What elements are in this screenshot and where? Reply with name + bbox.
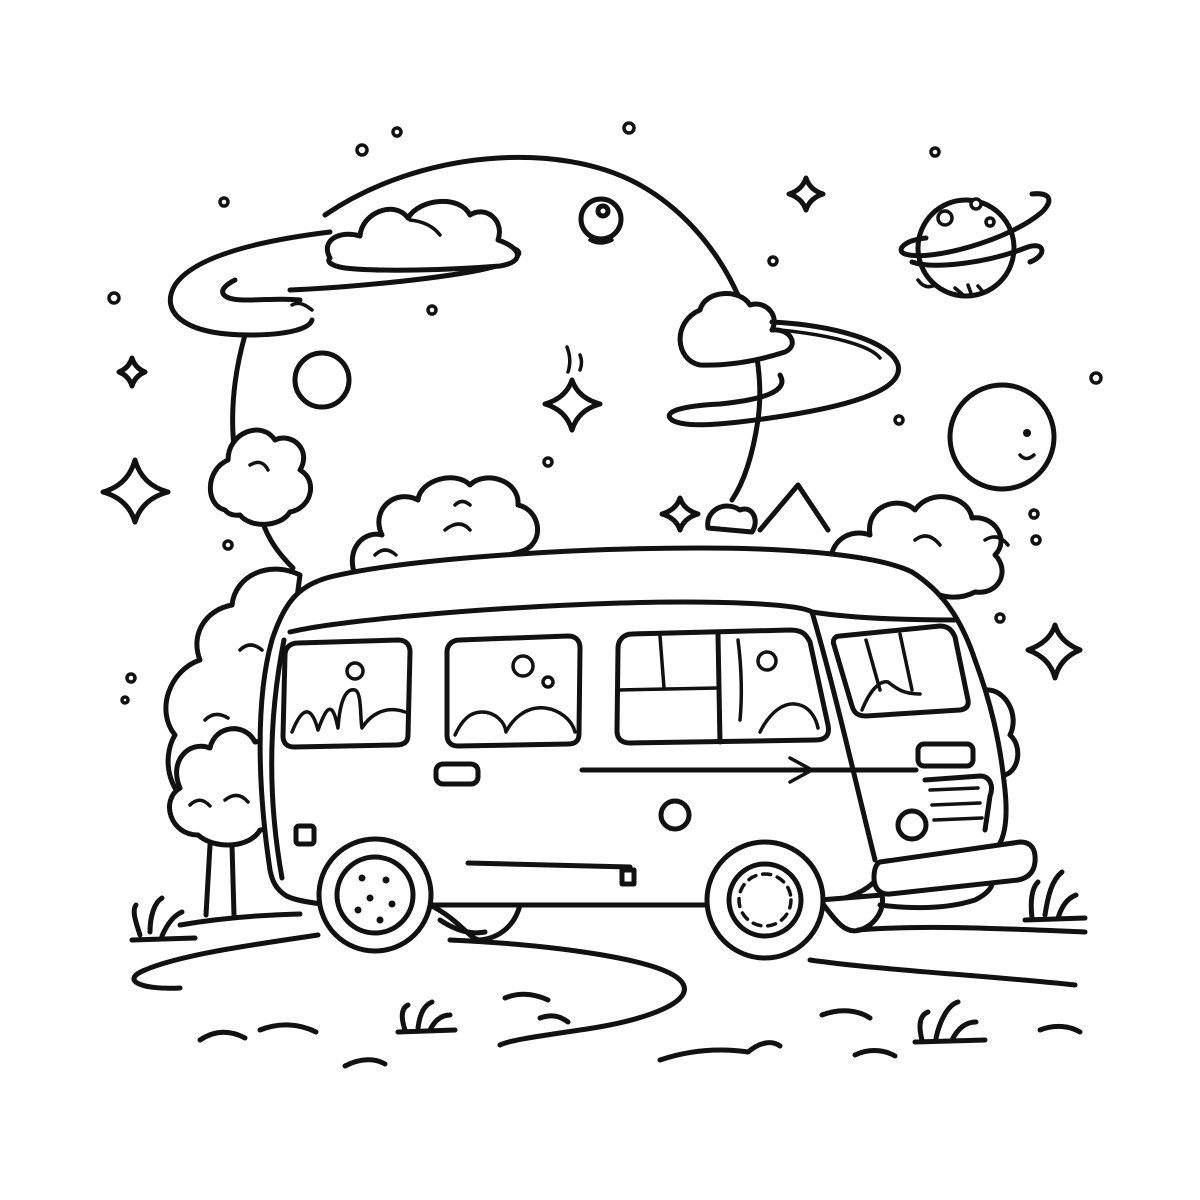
seat-shape bbox=[860, 680, 922, 712]
cloud-icon bbox=[677, 291, 795, 368]
sparkle-star-icon bbox=[542, 377, 603, 433]
window-reflection bbox=[756, 650, 778, 672]
sparkle-star-icon bbox=[1025, 622, 1083, 681]
grille-slat bbox=[932, 816, 984, 822]
lower-trim bbox=[465, 860, 633, 870]
window-reflection bbox=[345, 661, 365, 681]
ground-mark bbox=[537, 1013, 571, 1025]
seat-shape bbox=[290, 688, 407, 734]
ground-mark bbox=[502, 991, 551, 1003]
ground-mark bbox=[1037, 1023, 1083, 1035]
ground-line bbox=[177, 911, 303, 928]
swirl-band bbox=[290, 301, 314, 312]
swirl-band bbox=[778, 328, 882, 360]
van-shadow bbox=[877, 882, 995, 911]
swirl-band bbox=[167, 229, 333, 338]
moon-crater-shade bbox=[588, 238, 614, 245]
sparkle-star-icon bbox=[116, 355, 148, 389]
van-icon bbox=[257, 545, 1038, 961]
window-divider bbox=[616, 686, 720, 692]
fuel-cap bbox=[658, 798, 692, 832]
windshield-frame bbox=[864, 638, 882, 692]
window-reflection bbox=[541, 675, 555, 689]
ground-mark bbox=[197, 1029, 248, 1043]
side-light bbox=[293, 823, 317, 847]
ground-mark bbox=[852, 1048, 898, 1059]
side-arrow bbox=[788, 756, 814, 784]
door-handle bbox=[433, 761, 481, 787]
road-icon bbox=[447, 937, 687, 1048]
grille-slat bbox=[930, 801, 982, 807]
tree-icon bbox=[167, 726, 290, 918]
road-edge bbox=[855, 924, 1088, 935]
bush-icon bbox=[705, 503, 758, 535]
ringed-planet-icon bbox=[898, 191, 1052, 299]
cloud-icon bbox=[325, 199, 520, 273]
van-window-middle bbox=[444, 633, 583, 749]
window-reflection bbox=[511, 654, 535, 678]
grass-tuft-icon bbox=[912, 999, 988, 1045]
bush-icon bbox=[207, 427, 313, 527]
swirl-band bbox=[666, 319, 901, 428]
grille-slat bbox=[928, 786, 980, 792]
road-icon bbox=[131, 932, 321, 991]
road-edge bbox=[807, 957, 1078, 988]
front-grille bbox=[915, 741, 976, 769]
sparkle-star-icon bbox=[786, 175, 826, 213]
moon-crater-small-icon bbox=[595, 203, 611, 219]
rear-wheel-icon bbox=[316, 836, 523, 954]
moon-crater-icon bbox=[292, 350, 352, 410]
sparkle-star-icon bbox=[659, 495, 701, 533]
grass-tuft-icon bbox=[395, 999, 458, 1035]
headlight bbox=[895, 808, 929, 842]
seat-shape bbox=[758, 702, 820, 734]
van-back-edge bbox=[269, 637, 287, 881]
hill-peak bbox=[757, 482, 831, 533]
star-dots bbox=[107, 121, 1103, 705]
van-roof-line bbox=[287, 599, 958, 635]
moon-icon bbox=[322, 154, 763, 503]
moon-crater-shade bbox=[578, 353, 584, 372]
moon-crater-icon bbox=[578, 196, 624, 242]
ground bbox=[129, 869, 1088, 1069]
moon-lower-left-edge bbox=[259, 517, 296, 571]
swirl-band bbox=[220, 277, 303, 303]
front-bumper bbox=[871, 839, 1038, 897]
sparkle-star-icon bbox=[100, 457, 171, 525]
grille-frame bbox=[922, 773, 995, 833]
trim-square bbox=[619, 867, 637, 887]
window-frame-line bbox=[658, 634, 666, 690]
ground-mark bbox=[342, 1057, 388, 1069]
van-front-edge bbox=[809, 609, 878, 863]
grass-tuft-icon bbox=[129, 895, 198, 943]
grass-tuft-icon bbox=[1022, 869, 1088, 923]
window-frame-line bbox=[736, 638, 744, 722]
ground-mark bbox=[819, 1008, 873, 1021]
seat-shape bbox=[453, 706, 577, 737]
sky bbox=[100, 121, 1103, 705]
windshield-frame bbox=[898, 632, 914, 692]
ground-mark bbox=[657, 1040, 783, 1063]
smiling-planet-icon bbox=[947, 382, 1057, 492]
van-window-front-side bbox=[614, 627, 831, 746]
cloud-inner-line bbox=[408, 218, 442, 237]
moon-crater-shade bbox=[565, 345, 572, 374]
ground-mark bbox=[257, 1022, 319, 1035]
